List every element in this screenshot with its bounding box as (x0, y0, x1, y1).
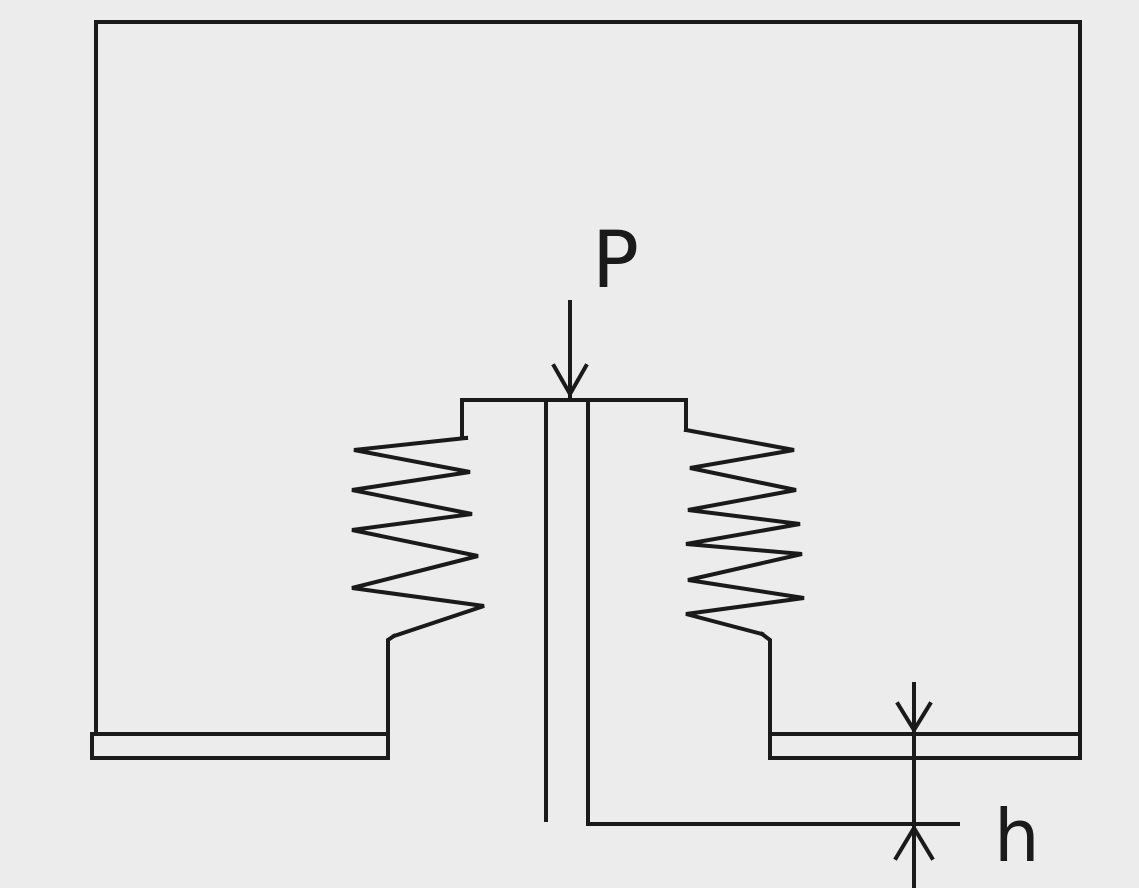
left-bellows-zigzag (351, 435, 485, 639)
load-label: P (592, 216, 640, 306)
left-bellows-wall (386, 633, 397, 760)
right-base-plate (768, 730, 1082, 760)
bellows-top-cap (460, 398, 688, 440)
container-outline (94, 20, 1082, 734)
right-bellows-zigzag (683, 427, 805, 637)
right-bellows-wall (759, 631, 772, 760)
load-arrow-head (551, 363, 589, 399)
gap-lower-arrow-head (893, 824, 935, 861)
left-base-plate (90, 732, 390, 760)
gap-upper-arrow-head (895, 701, 933, 734)
gap-label: h (994, 794, 1040, 878)
central-stem-right (586, 402, 960, 826)
